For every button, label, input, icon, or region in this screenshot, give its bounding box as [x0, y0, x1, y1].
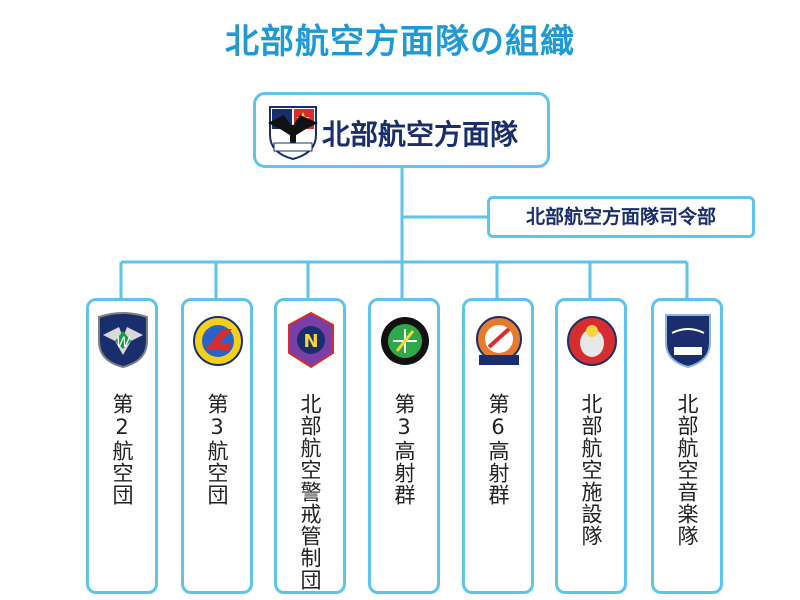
hq-label: 北部航空方面隊	[322, 118, 519, 151]
hq-box: 北部航空方面隊	[253, 92, 550, 168]
2nd-air-wing-emblem-icon: W	[98, 312, 148, 369]
unit-box-6th-admg: 第6高射群	[462, 298, 534, 594]
nadf-band-emblem-icon	[665, 314, 711, 369]
svg-text:W: W	[116, 335, 131, 351]
unit-label: 北部航空警戒管制団	[298, 393, 322, 591]
unit-label: 第2航空団	[110, 393, 134, 506]
unit-label: 第6高射群	[486, 393, 510, 506]
nacw-emblem-icon: N	[288, 311, 334, 369]
unit-box-nadf-band: 北部航空音楽隊	[651, 298, 723, 594]
northern-air-defense-force-emblem-icon	[268, 106, 318, 161]
page-title: 北部航空方面隊の組織	[225, 22, 575, 62]
3rd-air-wing-emblem-icon	[193, 316, 243, 366]
unit-box-nacw: N 北部航空警戒管制団	[274, 298, 346, 594]
unit-label: 第3航空団	[205, 393, 229, 506]
unit-box-3rd-air-defense-missile-group: 第3高射群	[368, 298, 440, 594]
unit-box-2nd-air-wing: W 第2航空団	[86, 298, 158, 594]
command-label: 北部航空方面隊司令部	[525, 206, 716, 228]
6th-admg-emblem-icon	[476, 316, 522, 365]
civil-engineering-emblem-icon	[567, 316, 617, 366]
svg-text:N: N	[303, 331, 318, 352]
3rd-air-defense-missile-group-emblem-icon	[381, 317, 429, 365]
unit-label: 北部航空音楽隊	[675, 393, 699, 547]
command-box: 北部航空方面隊司令部	[487, 196, 755, 238]
unit-box-3rd-air-wing: 第3航空団	[181, 298, 253, 594]
unit-box-civil-engineering: 北部航空施設隊	[555, 298, 627, 594]
unit-label: 第3高射群	[392, 393, 416, 506]
unit-label: 北部航空施設隊	[579, 393, 603, 547]
